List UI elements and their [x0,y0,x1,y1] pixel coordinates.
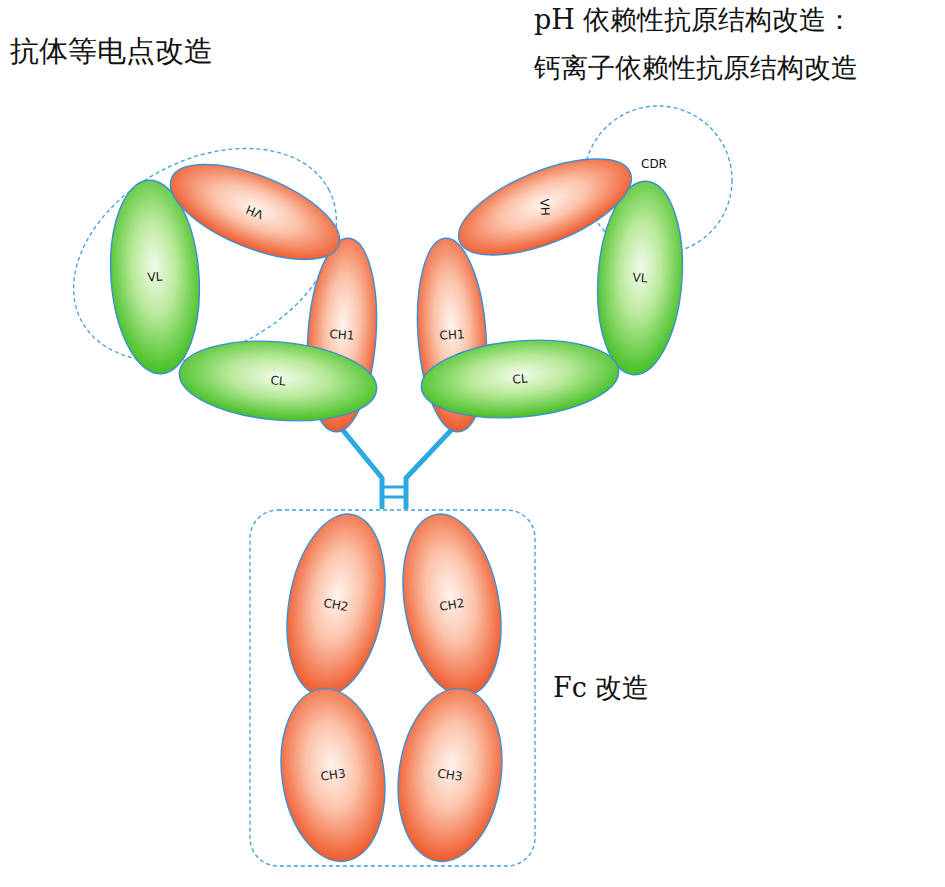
region-label: CDR [641,157,667,171]
domain-label: VL [147,269,163,284]
ellipse-shape [387,682,512,869]
annotation-text: 钙离子依赖性抗原结构改造 [534,52,858,84]
ellipse-shape [274,506,399,704]
domain-label: CL [512,371,528,386]
annotation-text: 抗体等电点改造 [10,34,213,69]
domain-ellipse: CL [175,332,381,429]
disulfide-bond [382,486,406,489]
ellipse-shape [104,177,205,377]
domain-ellipse: CH2 [389,505,516,705]
ellipse-shape [270,682,395,869]
domain-ellipse: CH3 [386,681,513,870]
domain-ellipse: CH2 [273,505,400,705]
domain-label: CH1 [329,327,355,343]
ellipse-shape [418,333,622,426]
ellipse-shape [176,334,380,429]
hinge-line [406,429,452,509]
domain-label: CL [270,373,286,388]
annotation-text: Fc 改造 [553,672,649,704]
domain-label: CH1 [439,327,465,343]
ellipse-shape [591,178,688,377]
domain-ellipse: CH3 [269,681,396,870]
hinge-line [342,429,382,509]
domain-label: VL [632,270,648,285]
domain-label: VH [538,198,553,216]
disulfide-bond [382,496,406,499]
ellipse-shape [390,506,515,704]
domain-ellipse: CL [417,331,623,426]
annotation-text: pH 依赖性抗原结构改造： [534,4,853,36]
